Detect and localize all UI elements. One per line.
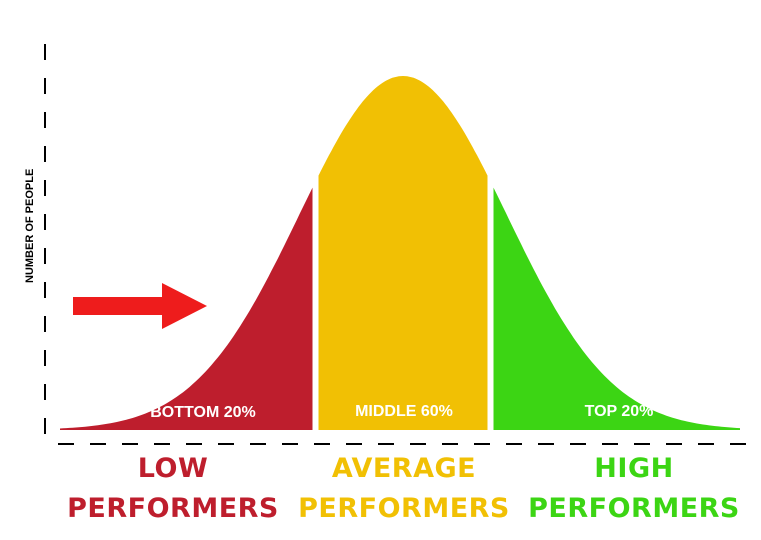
category-low-line1: LOW [138,453,208,484]
segment-bottom-20 [60,187,313,430]
segment-label-middle-60: MIDDLE 60% [355,403,453,420]
segment-label-bottom-20: BOTTOM 20% [150,404,256,421]
arrow-annotation [73,283,207,329]
category-average-line1: AVERAGE [332,453,476,484]
arrow-head [162,283,207,329]
segment-top-20 [493,187,740,430]
category-high-line1: HIGH [594,453,673,484]
y-axis-label: NUMBER OF PEOPLE [24,169,36,283]
category-low-line2: PERFORMERS [67,493,279,524]
segment-middle-60 [318,76,488,430]
segment-label-top-20: TOP 20% [585,403,654,420]
arrow-shaft [73,297,168,315]
category-high-line2: PERFORMERS [528,493,740,524]
category-average-line2: PERFORMERS [298,493,510,524]
